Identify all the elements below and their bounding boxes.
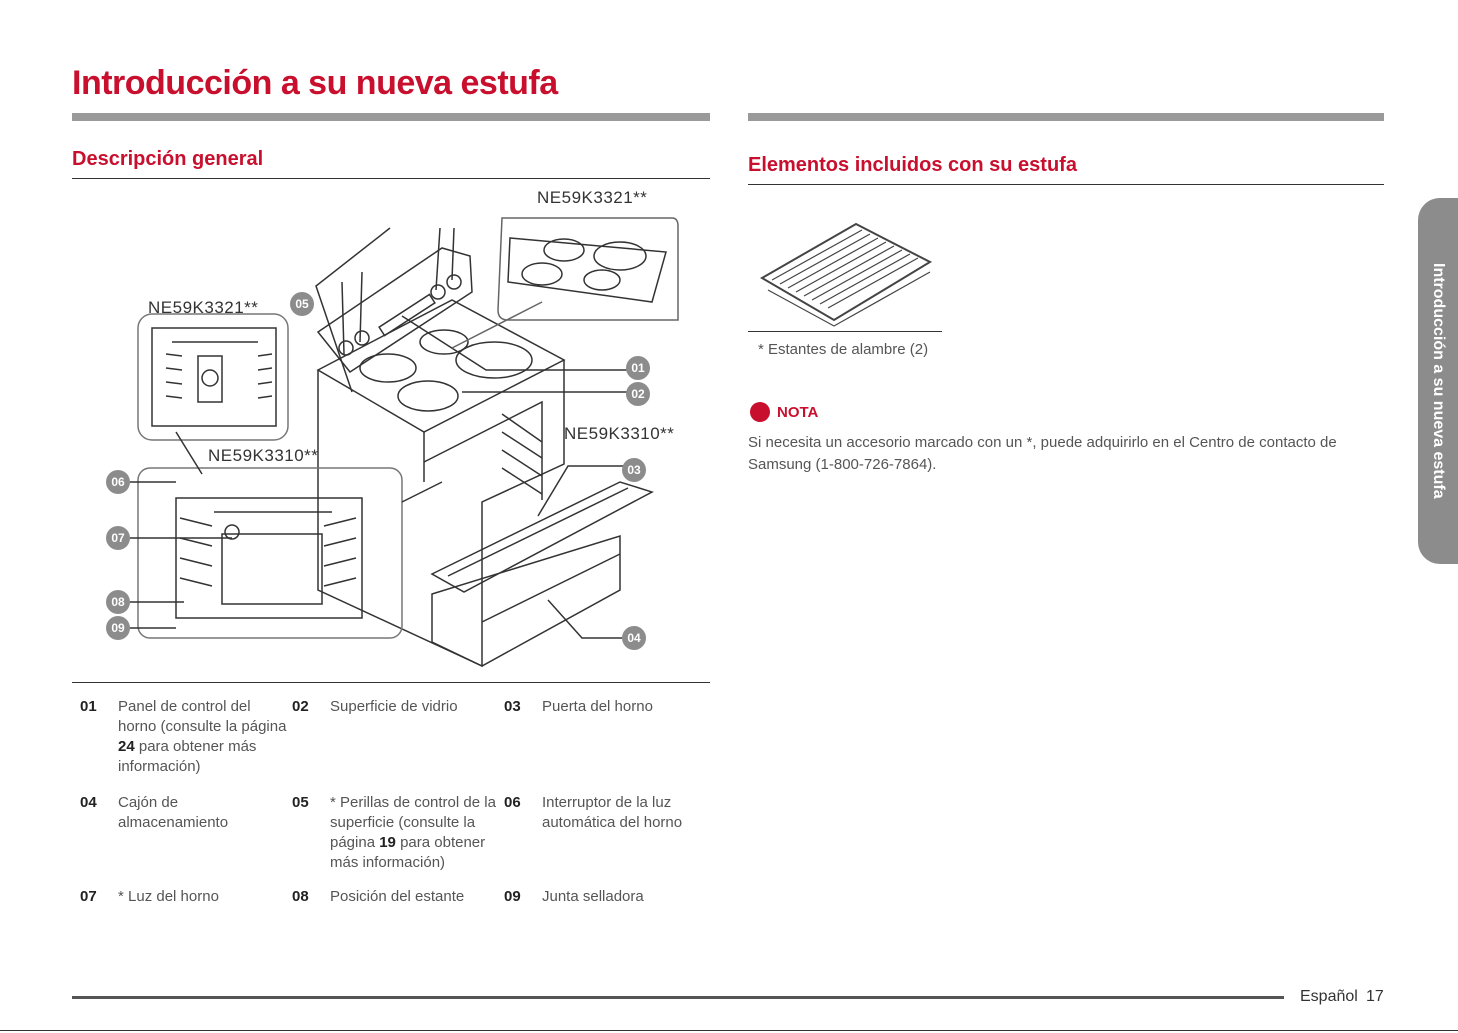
callout-03: 03 xyxy=(622,458,646,482)
legend-number: 03 xyxy=(504,698,521,715)
callout-06: 06 xyxy=(106,470,130,494)
note-text: Si necesita un accesorio marcado con un … xyxy=(748,434,1337,473)
rack-caption: * Estantes de alambre (2) xyxy=(758,341,929,358)
legend-text: Cajón de almacenamiento xyxy=(118,794,229,831)
section-rule-right xyxy=(748,184,1384,185)
legend-top-rule xyxy=(72,682,710,683)
page-number: 17 xyxy=(1366,988,1384,1005)
legend-number: 07 xyxy=(80,888,97,905)
legend-number: 05 xyxy=(292,794,309,811)
page-title: Introducción a su nueva estufa xyxy=(72,64,558,102)
rack-caption-rule xyxy=(748,331,942,332)
legend-text: * Luz del horno xyxy=(118,888,219,905)
legend-number: 06 xyxy=(504,794,521,811)
legend-text: Puerta del horno xyxy=(542,698,653,715)
wire-rack-illustration xyxy=(760,222,933,327)
note-icon xyxy=(750,402,770,422)
legend-number: 01 xyxy=(80,698,97,715)
legend-text: Interruptor de la luz automática del hor… xyxy=(542,794,683,831)
title-bar-right xyxy=(748,113,1384,121)
model-label-top-left: NE59K3321** xyxy=(148,298,259,317)
legend-number: 08 xyxy=(292,888,309,905)
legend-number: 02 xyxy=(292,698,309,715)
legend-text: Panel de control del horno (consulte la … xyxy=(118,698,287,775)
footer-language: Español xyxy=(1300,988,1358,1005)
callout-09: 09 xyxy=(106,616,130,640)
legend-text: Junta selladora xyxy=(542,888,644,905)
legend-text: Posición del estante xyxy=(330,888,465,905)
range-diagram xyxy=(112,217,679,668)
callout-01: 01 xyxy=(626,356,650,380)
callout-05: 05 xyxy=(290,292,314,316)
legend-text: * Perillas de control de la superficie (… xyxy=(330,794,496,871)
model-label-top-right: NE59K3321** xyxy=(537,188,648,207)
callout-07: 07 xyxy=(106,526,130,550)
section-title-overview: Descripción general xyxy=(72,148,264,170)
legend-number: 09 xyxy=(504,888,521,905)
callout-08: 08 xyxy=(106,590,130,614)
chapter-side-tab-label: Introducción a su nueva estufa xyxy=(1430,263,1447,499)
chapter-side-tab: Introducción a su nueva estufa xyxy=(1418,198,1458,564)
legend-number: 04 xyxy=(80,794,97,811)
title-bar-left xyxy=(72,113,710,121)
footer-rule xyxy=(72,996,1284,999)
page-bottom-edge xyxy=(0,1030,1458,1031)
section-title-included: Elementos incluidos con su estufa xyxy=(748,154,1077,176)
callout-04: 04 xyxy=(622,626,646,650)
model-label-mid-left: NE59K3310** xyxy=(208,446,319,465)
section-rule-left xyxy=(72,178,710,179)
legend-text: Superficie de vidrio xyxy=(330,698,458,715)
note-title: NOTA xyxy=(777,404,819,421)
model-label-mid-right: NE59K3310** xyxy=(564,424,675,443)
callout-02: 02 xyxy=(626,382,650,406)
